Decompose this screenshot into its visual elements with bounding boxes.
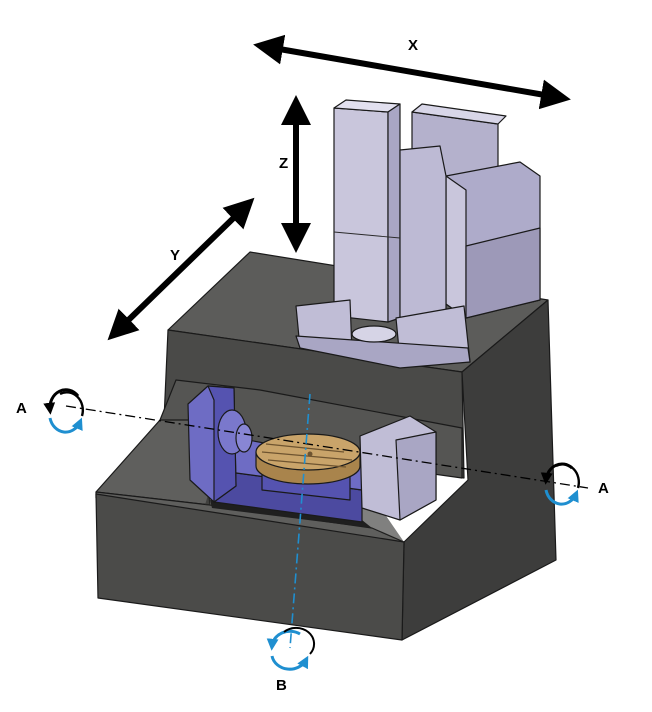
frame-lower-front: [95, 493, 405, 641]
head-front-ram-side: [387, 103, 401, 323]
a-axis-line: [65, 405, 589, 489]
rotary-table: [255, 433, 361, 485]
b-axis-label: B: [276, 677, 287, 694]
head-right-block-face: [445, 175, 467, 319]
spindle-nose: [351, 325, 397, 343]
head-ram-divider: [333, 231, 401, 239]
trunnion-left-hub: [235, 423, 253, 453]
x-axis-label: X: [408, 37, 418, 54]
x-axis-arrow: [253, 34, 571, 110]
b-rotation-icon: [266, 626, 316, 671]
spindle-head: [295, 99, 541, 369]
head-right-block-lower: [465, 227, 541, 319]
trunnion-right-support-face: [395, 431, 437, 521]
a-rotation-icon-right: [540, 462, 580, 506]
z-axis-label: Z: [279, 155, 288, 172]
head-carriage-lower: [295, 335, 471, 369]
a-axis-label-left: A: [16, 400, 27, 417]
y-axis-arrow: [107, 197, 255, 341]
b-axis-line: [289, 393, 311, 649]
rotary-table-center: [307, 451, 313, 457]
rotary-table-top: [255, 433, 361, 471]
y-axis-label: Y: [170, 247, 180, 264]
a-rotation-icon-left: [43, 388, 84, 434]
a-axis-label-right: A: [598, 480, 609, 497]
head-front-ram: [333, 107, 389, 323]
head-middle-column: [399, 145, 447, 323]
